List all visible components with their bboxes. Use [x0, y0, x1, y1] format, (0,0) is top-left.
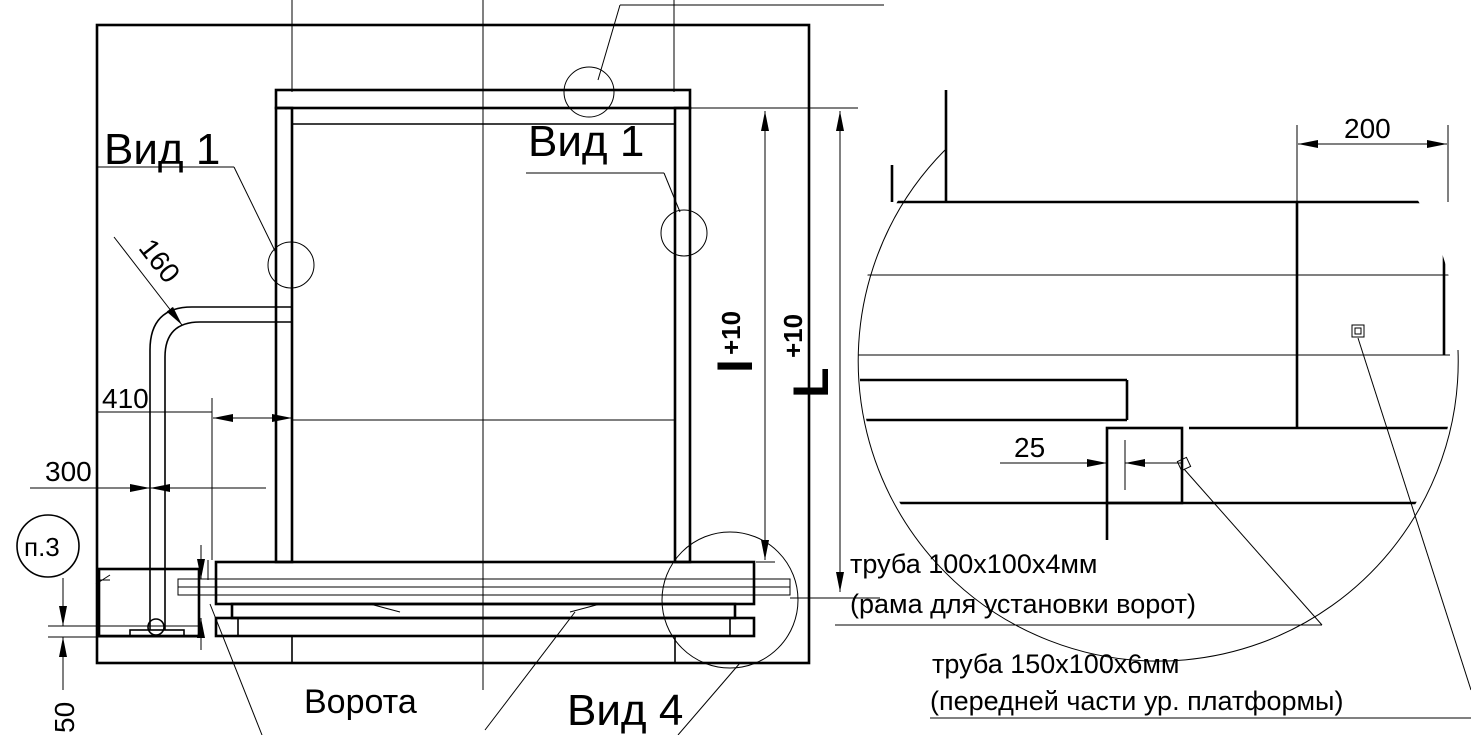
dim-50: 50	[49, 702, 80, 733]
detail-circle-top	[563, 66, 615, 118]
dim-L-tolerance: +10	[778, 314, 808, 358]
pipe1-note-line1: труба 100x100x4мм	[850, 549, 1097, 579]
detail-view	[835, 90, 1471, 719]
dim-25: 25	[1014, 432, 1045, 463]
left-post	[274, 106, 294, 564]
right-post	[673, 106, 692, 564]
base-frame	[214, 560, 756, 606]
dim-l-tolerance: +10	[716, 311, 746, 355]
detail-circle-left	[267, 241, 315, 289]
pipe-100x100	[1105, 426, 1184, 505]
dim-l-letter: I	[707, 359, 763, 373]
dim-300: 300	[45, 456, 92, 487]
detail-circle-bottom-right	[661, 531, 799, 669]
view1-left-label: Вид 1	[104, 125, 220, 174]
top-beam	[274, 88, 692, 110]
gates-label: Ворота	[304, 683, 417, 721]
pipe1-note-line2: (рама для установки ворот)	[850, 589, 1196, 619]
view4-label: Вид 4	[567, 686, 683, 735]
pipe2-note-line1: труба 150x100x6мм	[932, 649, 1179, 679]
dim-L-letter: L	[783, 367, 839, 398]
detail-view-circle	[857, 149, 1459, 662]
dim-410: 410	[102, 383, 149, 414]
dim-200: 200	[1344, 113, 1391, 144]
outer-frame	[95, 23, 811, 665]
detail-circle-right	[660, 209, 708, 257]
callout-p3-label: п.3	[24, 532, 60, 562]
callout-circle-p3	[16, 514, 80, 578]
pipe2-note-line2: (передней части ур. платформы)	[930, 686, 1343, 716]
view1-right-label: Вид 1	[528, 117, 644, 166]
plan-view	[16, 0, 884, 735]
dim-160: 160	[133, 233, 186, 289]
